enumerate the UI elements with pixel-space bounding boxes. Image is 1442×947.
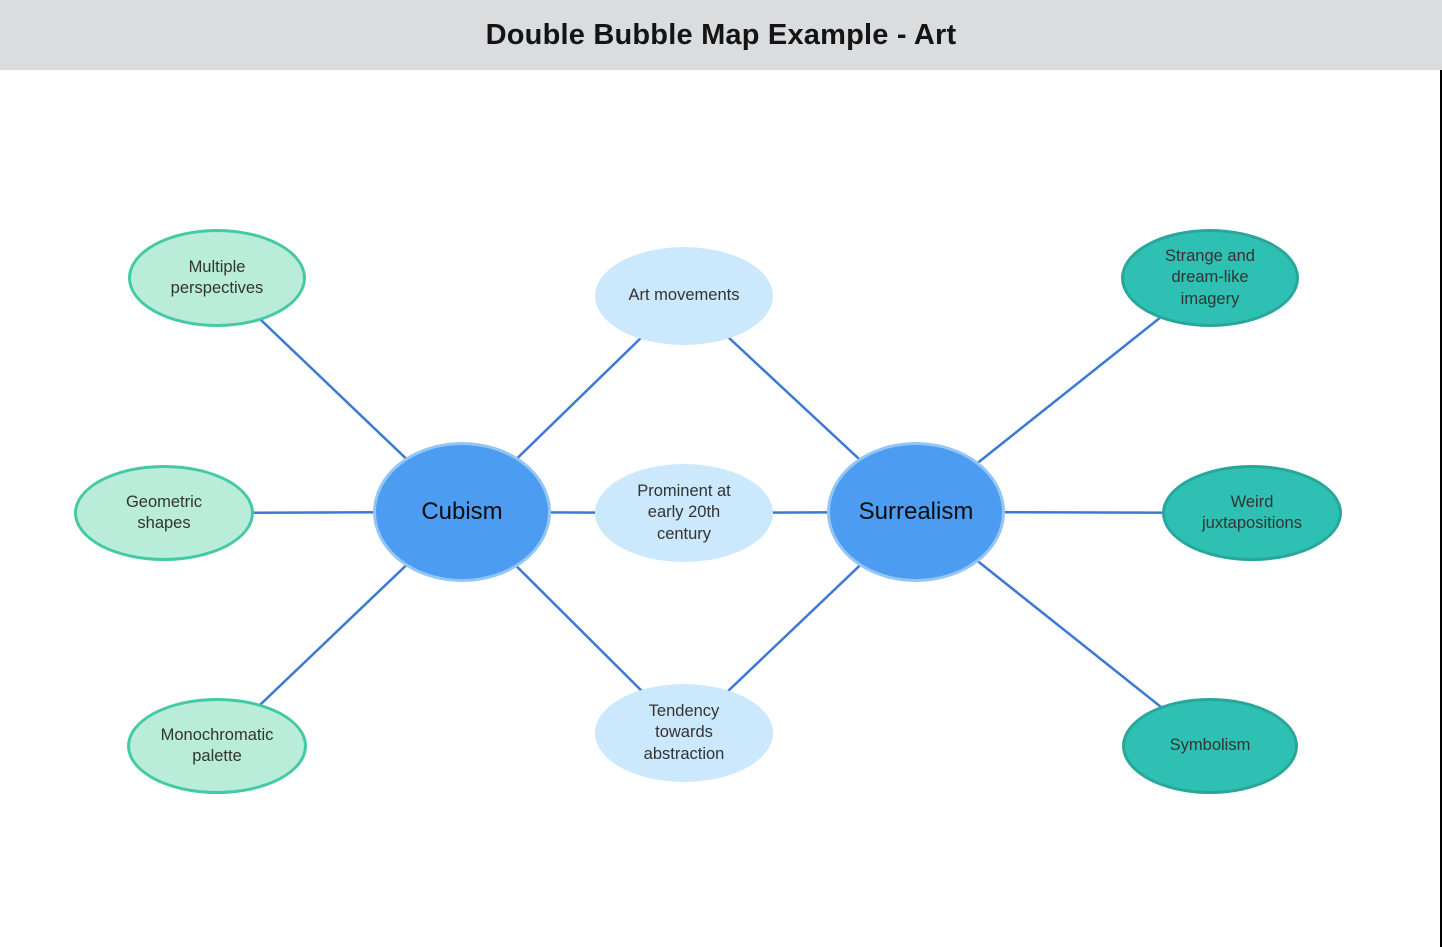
node-label-surrealism: Surrealism: [858, 497, 974, 525]
node-weird-juxtapositions[interactable]: Weird juxtapositions: [1162, 465, 1342, 561]
node-cubism[interactable]: Cubism: [373, 442, 551, 582]
node-label-monochromatic-palette: Monochromatic palette: [160, 725, 274, 765]
node-label-symbolism: Symbolism: [1169, 736, 1251, 755]
node-label-art-movements: Art movements: [628, 286, 740, 305]
node-surrealism[interactable]: Surrealism: [827, 442, 1005, 582]
node-tendency-towards-abstraction[interactable]: Tendency towards abstraction: [595, 684, 773, 782]
node-multiple-perspectives[interactable]: Multiple perspectives: [128, 229, 306, 327]
node-strange-dreamlike-imagery[interactable]: Strange and dream-like imagery: [1121, 229, 1299, 327]
node-label-prominent-early-20th-century: Prominent at early 20th century: [637, 482, 731, 543]
node-monochromatic-palette[interactable]: Monochromatic palette: [127, 698, 307, 794]
node-label-geometric-shapes: Geometric shapes: [125, 492, 203, 532]
window-right-border: [1440, 70, 1442, 947]
node-label-weird-juxtapositions: Weird juxtapositions: [1202, 492, 1302, 532]
node-art-movements[interactable]: Art movements: [595, 247, 773, 345]
node-geometric-shapes[interactable]: Geometric shapes: [74, 465, 254, 561]
node-symbolism[interactable]: Symbolism: [1122, 698, 1298, 794]
title-bar: Double Bubble Map Example - Art: [0, 0, 1442, 70]
node-label-tendency-towards-abstraction: Tendency towards abstraction: [643, 702, 725, 763]
node-label-cubism: Cubism: [421, 497, 503, 525]
page-title: Double Bubble Map Example - Art: [485, 18, 957, 51]
node-label-multiple-perspectives: Multiple perspectives: [170, 257, 264, 297]
node-label-strange-dreamlike-imagery: Strange and dream-like imagery: [1165, 247, 1255, 308]
node-prominent-early-20th-century[interactable]: Prominent at early 20th century: [595, 464, 773, 562]
